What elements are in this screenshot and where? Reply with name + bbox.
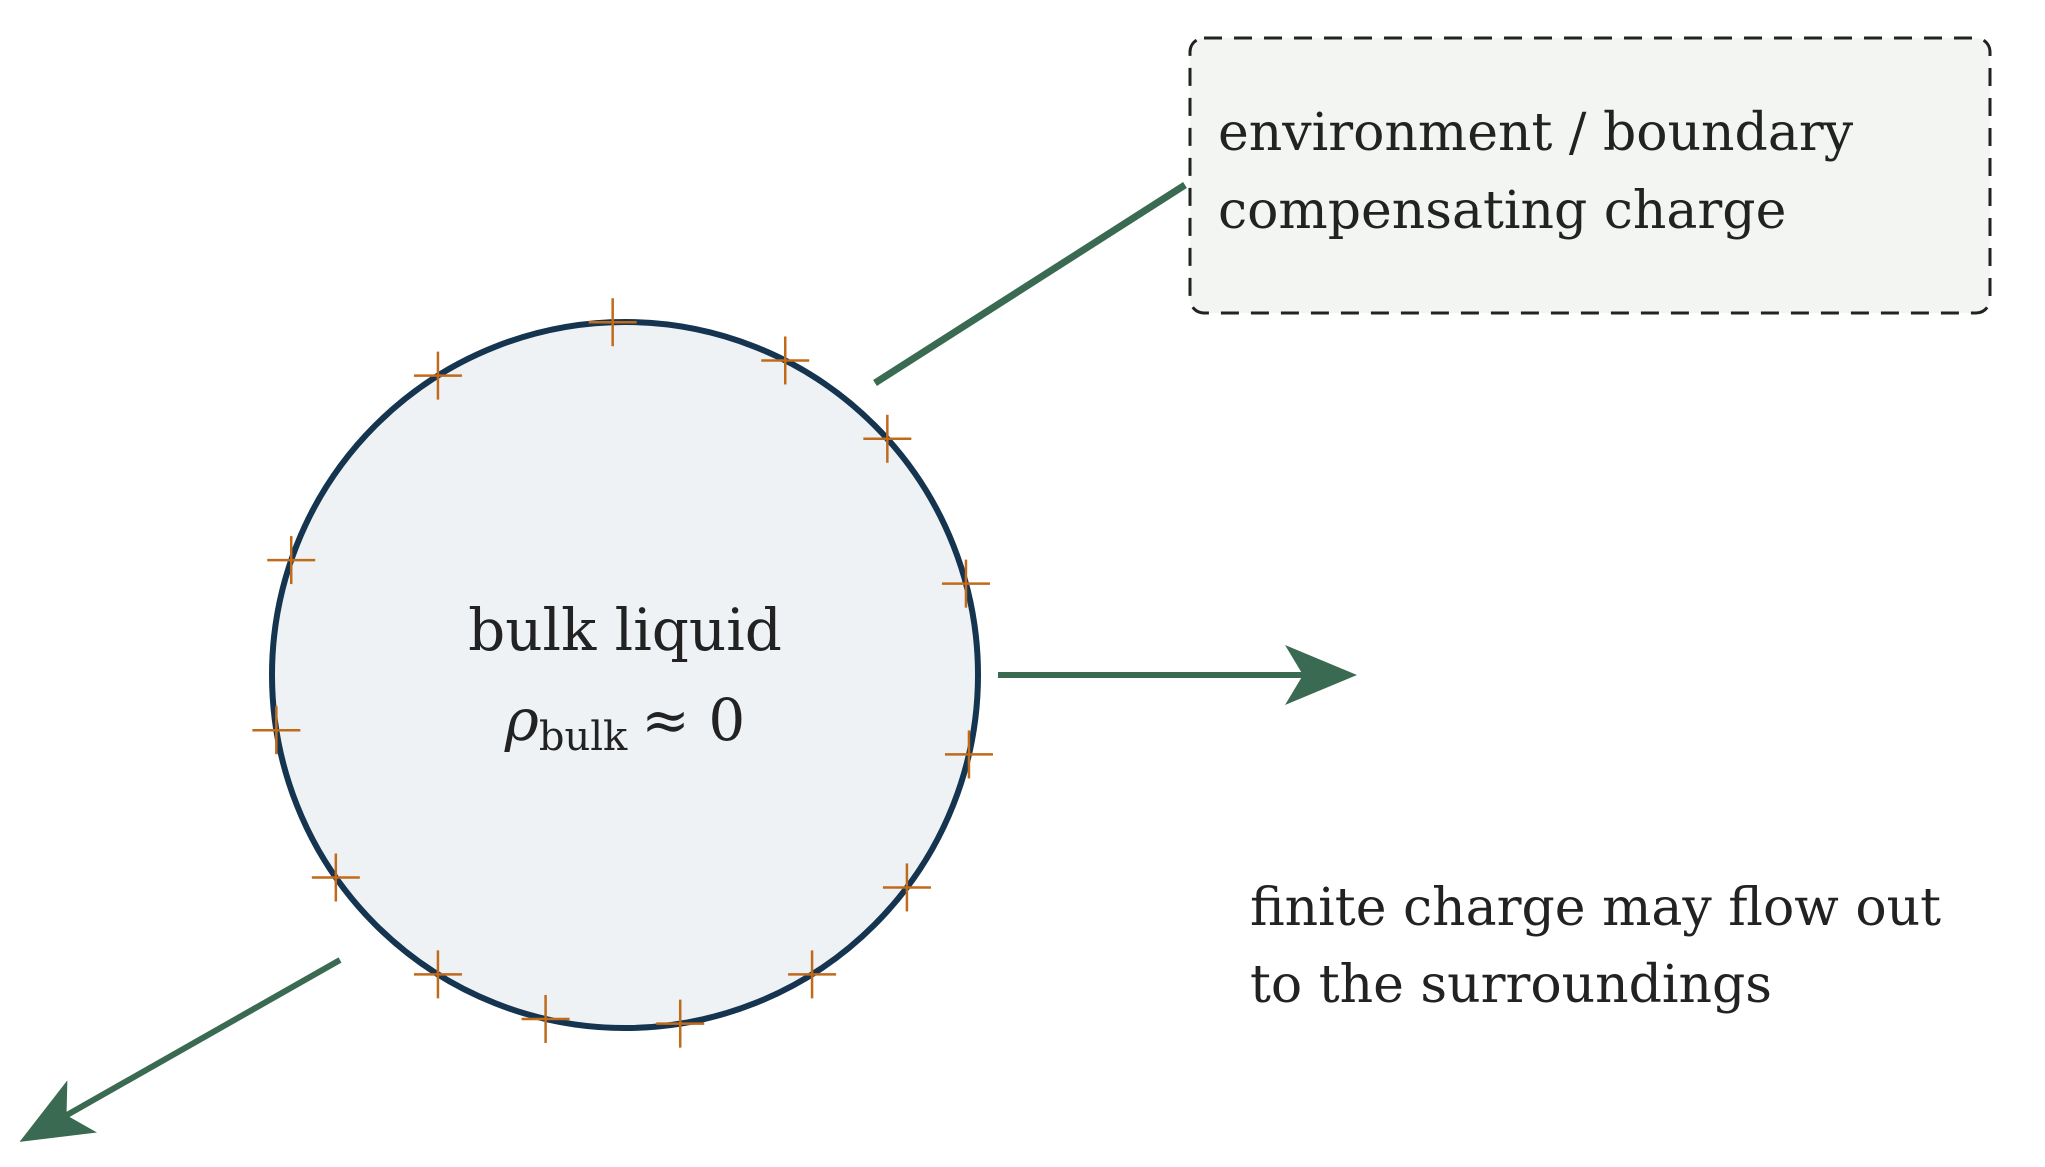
callout-leader-line bbox=[873, 182, 1187, 386]
surface-charge-plus-icon bbox=[588, 298, 637, 347]
surface-charge-plus-icon bbox=[863, 414, 912, 463]
bulk-density-expression: ρbulk ≈ 0 bbox=[504, 686, 745, 760]
surface-charge-plus-icon bbox=[761, 336, 810, 385]
surface-charge-plus-icon bbox=[656, 999, 705, 1048]
flow-note-line2: to the surroundings bbox=[1250, 955, 1772, 1015]
flow-note-line1: finite charge may flow out bbox=[1250, 878, 1941, 938]
bulk-liquid-label: bulk liquid bbox=[468, 596, 782, 664]
surface-charge-plus-icon bbox=[413, 950, 462, 999]
boundary-callout-line2: compensating charge bbox=[1218, 181, 1786, 241]
surface-charge-plus-icon bbox=[252, 706, 301, 755]
surface-charge-plus-icon bbox=[788, 950, 837, 999]
rho-symbol: ρ bbox=[504, 686, 539, 754]
surface-charge-plus-icon bbox=[521, 994, 570, 1043]
boundary-callout-line1: environment / boundary bbox=[1218, 103, 1854, 163]
surface-charge-plus-icon bbox=[941, 559, 990, 608]
surface-charge-plus-icon bbox=[267, 536, 316, 585]
surface-charge-plus-icon bbox=[882, 863, 931, 912]
outflow-arrow-lower-left bbox=[19, 957, 342, 1142]
boundary-callout-box bbox=[1188, 36, 1992, 315]
surface-charge-plus-icon bbox=[944, 730, 993, 779]
rho-subscript: bulk bbox=[539, 714, 628, 760]
rho-relation: ≈ 0 bbox=[641, 686, 745, 754]
bulk-liquid-circle bbox=[269, 319, 981, 1031]
surface-charge-plus-icon bbox=[311, 853, 360, 902]
surface-charges bbox=[252, 298, 993, 1048]
surface-charge-plus-icon bbox=[413, 351, 462, 400]
